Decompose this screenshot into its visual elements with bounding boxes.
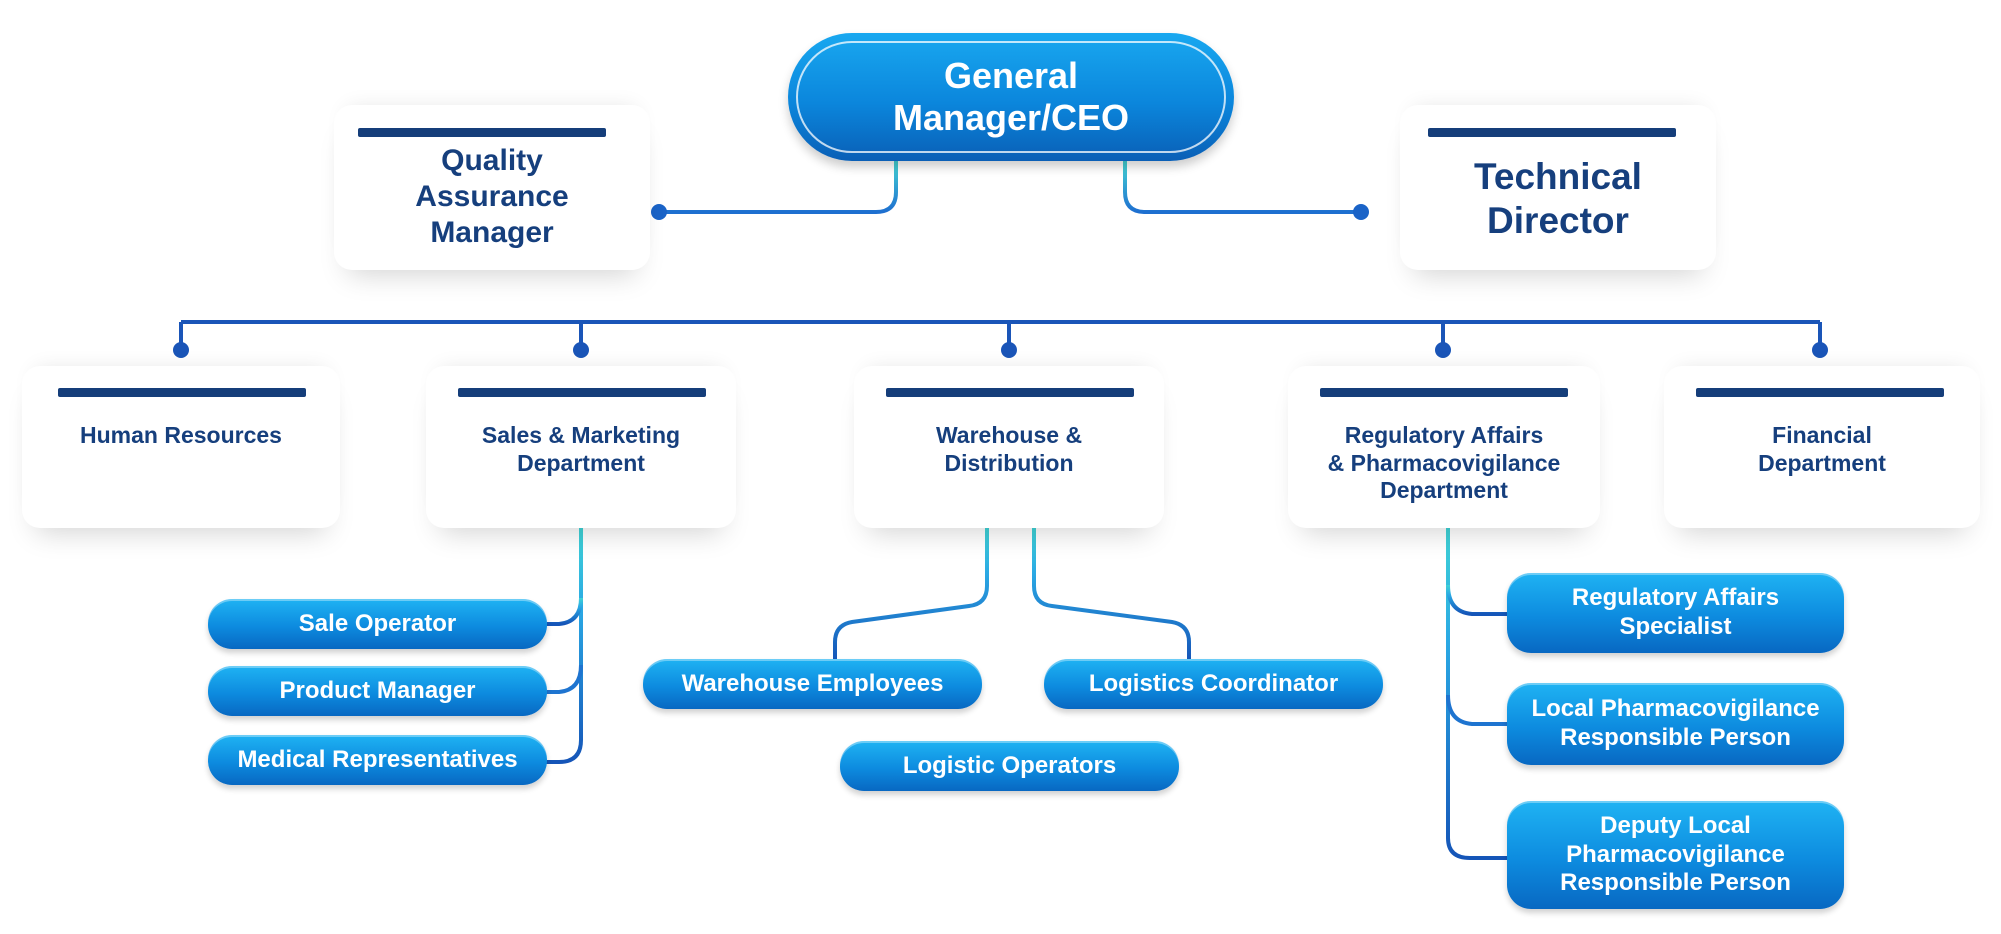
technical-director-card: Technical Director (1400, 105, 1716, 270)
role-sale-operator: Sale Operator (208, 599, 547, 649)
quality-assurance-card: Quality Assurance Manager (334, 105, 650, 270)
card-accent-bar (458, 388, 706, 397)
dept-sales-card: Sales & Marketing Department (426, 366, 736, 528)
td-connector-dot (1353, 204, 1369, 220)
role-local-pv-responsible-person: Local Pharmacovigilance Responsible Pers… (1507, 683, 1844, 765)
card-accent-bar (58, 388, 306, 397)
role-deputy-local-pv-responsible-person: Deputy Local Pharmacovigilance Responsib… (1507, 801, 1844, 909)
dept-sales-title: Sales & Marketing Department (481, 422, 681, 476)
card-accent-bar (358, 128, 606, 137)
dept-human-resources-card: Human Resources (22, 366, 340, 528)
sales-branch-line (545, 528, 583, 764)
dept-financial-card: Financial Department (1664, 366, 1980, 528)
ceo-label: General Manager/CEO (796, 41, 1226, 153)
qa-connector-line (659, 161, 898, 214)
dept-warehouse-card: Warehouse & Distribution (854, 366, 1164, 528)
ceo-node: General Manager/CEO (788, 33, 1234, 161)
card-accent-bar (1696, 388, 1944, 397)
quality-assurance-title: Quality Assurance Manager (415, 144, 569, 249)
td-connector-line (1123, 161, 1361, 214)
dot-warehouse (1001, 342, 1017, 358)
card-accent-bar (886, 388, 1134, 397)
role-regulatory-affairs-specialist: Regulatory Affairs Specialist (1507, 573, 1844, 653)
dept-regulatory-title: Regulatory Affairs & Pharmacovigilance D… (1327, 422, 1561, 504)
card-accent-bar (1320, 388, 1568, 397)
role-logistics-coordinator: Logistics Coordinator (1044, 659, 1383, 709)
role-logistic-operators: Logistic Operators (840, 741, 1179, 791)
dot-regulatory (1435, 342, 1451, 358)
role-product-manager: Product Manager (208, 666, 547, 716)
dot-sales (573, 342, 589, 358)
dept-financial-title: Financial Department (1758, 422, 1886, 476)
role-medical-representatives: Medical Representatives (208, 735, 547, 785)
warehouse-right-branch (1032, 528, 1191, 660)
card-accent-bar (1428, 128, 1676, 137)
dept-warehouse-title: Warehouse & Distribution (935, 422, 1083, 476)
dept-human-resources-title: Human Resources (80, 422, 282, 448)
dept-regulatory-card: Regulatory Affairs & Pharmacovigilance D… (1288, 366, 1600, 528)
dot-financial (1812, 342, 1828, 358)
role-warehouse-employees: Warehouse Employees (643, 659, 982, 709)
qa-connector-dot (651, 204, 667, 220)
dot-hr (173, 342, 189, 358)
technical-director-title: Technical Director (1474, 156, 1642, 242)
warehouse-left-branch (833, 528, 989, 660)
regulatory-branch-line (1446, 528, 1512, 860)
